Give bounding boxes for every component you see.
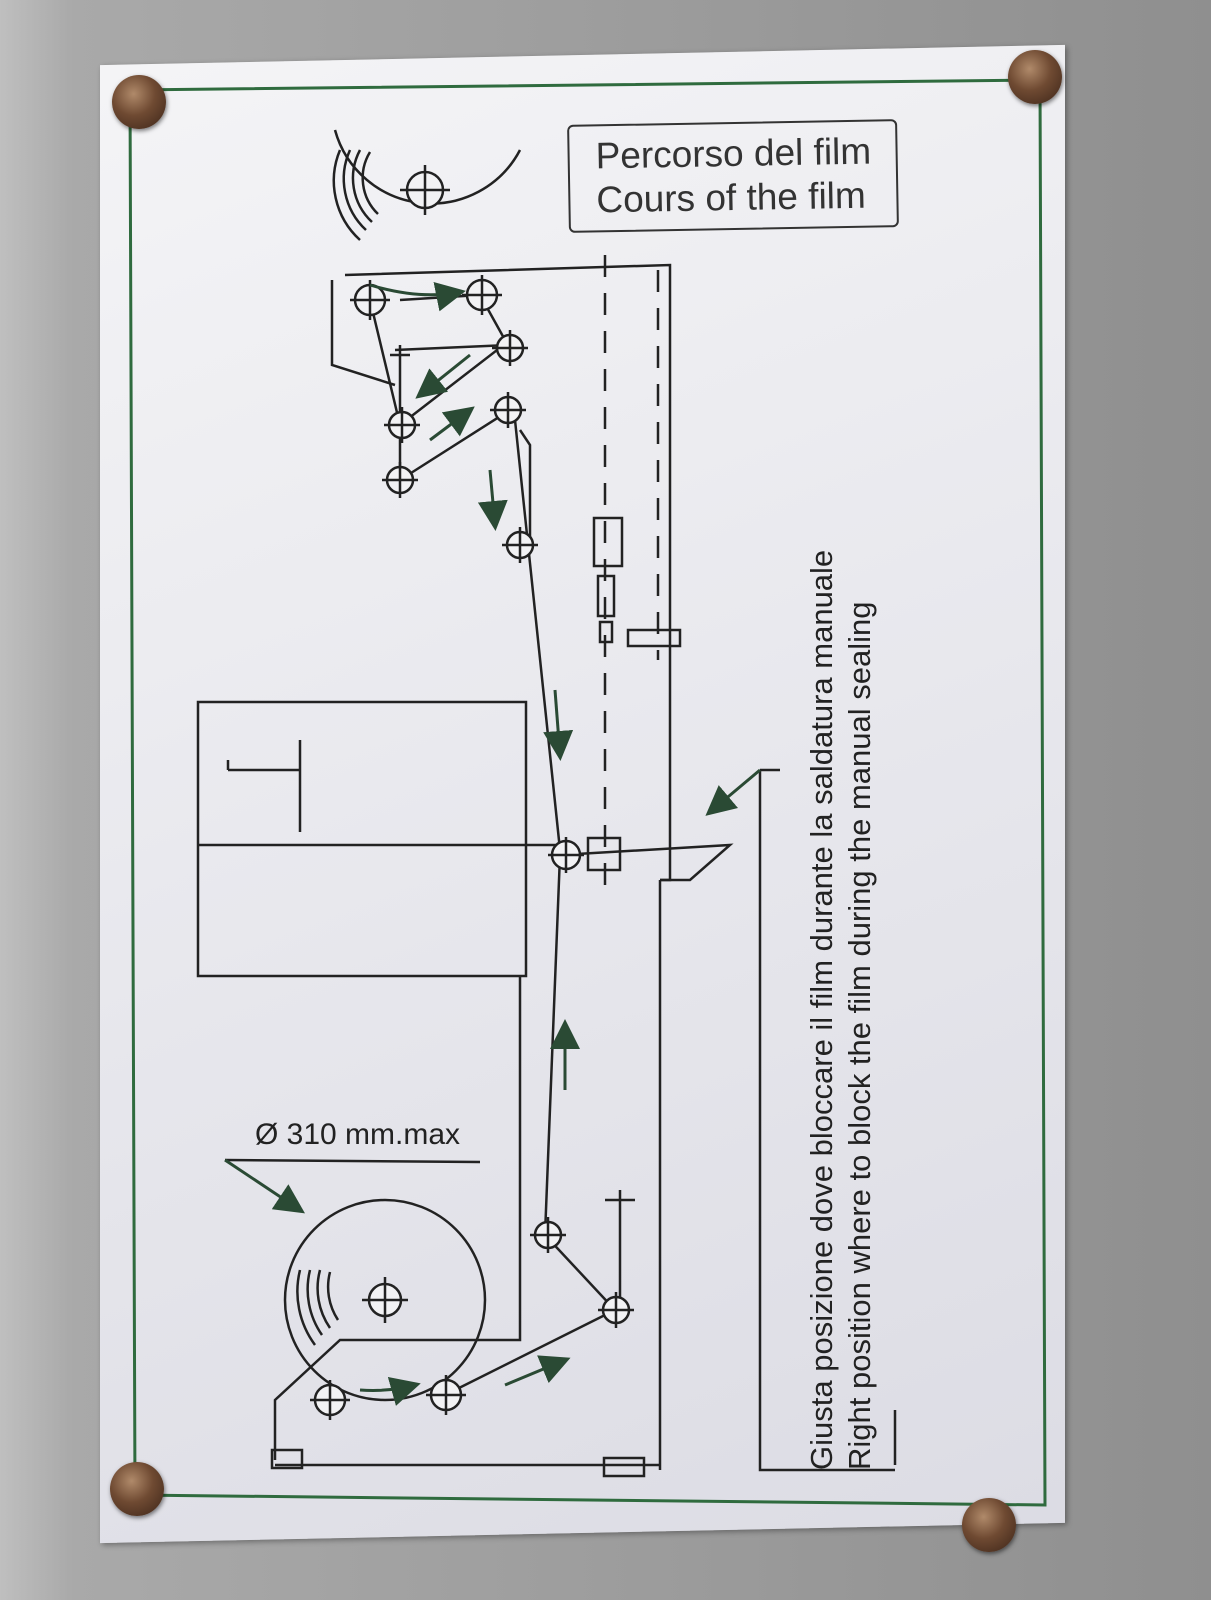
roller-icon [362, 1277, 408, 1323]
roller-icon [384, 407, 420, 443]
arrow-icon [477, 469, 508, 531]
roller-icon [400, 165, 450, 215]
title-english: Cours of the film [596, 174, 867, 221]
rivet-bottom-right [962, 1498, 1016, 1552]
caption: Giusta posizione dove bloccare il film d… [803, 370, 879, 1470]
arrow-icon [429, 406, 475, 442]
max-diameter-label: Ø 310 mm.max [255, 1118, 461, 1151]
rivet-bottom-left [110, 1462, 164, 1516]
roller-icon [310, 1380, 350, 1420]
roller-icon [490, 392, 526, 428]
roller-icon [598, 1292, 634, 1328]
title-box: Percorso del film Cours of the film [567, 119, 899, 233]
arrow-icon [504, 1355, 571, 1387]
arrow-icon [224, 1158, 305, 1214]
caption-italian: Giusta posizione dove bloccare il film d… [804, 549, 839, 1470]
rollers [310, 165, 634, 1420]
roller-icon [382, 462, 418, 498]
direction-arrows [224, 281, 761, 1406]
arrow-icon [543, 689, 574, 761]
roller-icon [426, 1375, 466, 1415]
roller-icon [492, 330, 528, 366]
arrow-icon [705, 768, 761, 816]
roller-icon [462, 275, 502, 315]
rivet-top-right [1008, 50, 1062, 104]
arrow-icon [415, 353, 471, 399]
roller-icon [530, 1217, 566, 1253]
bottom-film-roll [283, 1198, 487, 1402]
sealing-box [196, 700, 528, 978]
green-border [128, 78, 1047, 1507]
rivet-top-left [112, 75, 166, 129]
title-italian: Percorso del film [595, 130, 872, 177]
caption-english: Right position where to block the film d… [842, 601, 877, 1470]
lower-frame [273, 880, 662, 1470]
roller-icon [502, 527, 538, 563]
roller-icon [548, 837, 584, 873]
arrow-icon [369, 281, 466, 312]
arrow-icon [359, 1377, 421, 1406]
